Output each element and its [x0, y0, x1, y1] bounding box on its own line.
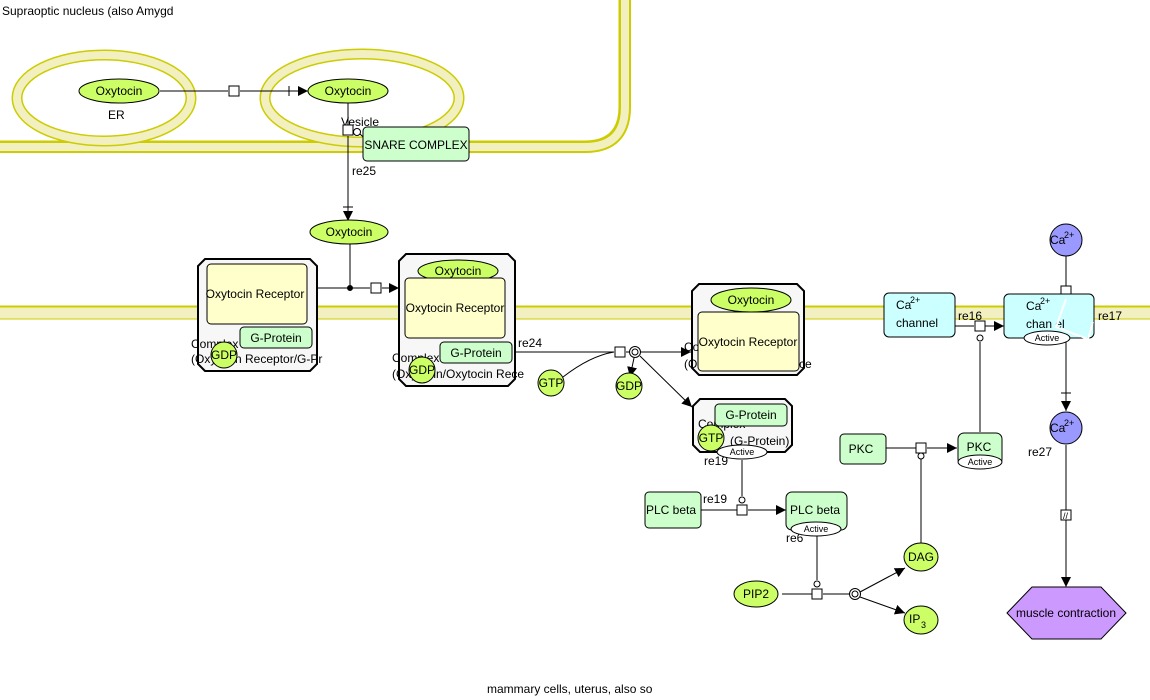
- species-label: Oxytocin: [325, 84, 372, 98]
- receptor-label: Oxytocin Receptor: [206, 287, 305, 301]
- reaction-label-re27: re27: [1028, 445, 1052, 459]
- process-nodes: [228, 85, 1074, 600]
- species-label: Ca: [1026, 299, 1042, 313]
- species-ca-intracellular[interactable]: Ca 2+: [1049, 411, 1083, 445]
- species-dag[interactable]: DAG: [903, 542, 939, 572]
- species-ca-channel[interactable]: Ca 2+ channel: [883, 292, 956, 338]
- species-label-sup: 2+: [910, 295, 920, 305]
- species-pkc[interactable]: PKC: [839, 433, 887, 465]
- species-label: GDP: [616, 379, 642, 393]
- species-pip2[interactable]: PIP2: [733, 580, 779, 608]
- species-ca-channel-active[interactable]: Ca 2+ chan el Active: [1003, 293, 1095, 346]
- species-label: PLC beta: [790, 503, 840, 517]
- species-oxytocin-vesicle[interactable]: Oxytocin: [307, 78, 389, 104]
- oxytocin-label: Oxytocin: [728, 293, 775, 307]
- species-label: PKC: [967, 440, 992, 454]
- species-label: PIP2: [743, 587, 769, 601]
- phenotype-label: muscle contraction: [1016, 606, 1116, 620]
- gtp-label: GTP: [699, 431, 724, 445]
- species-label: Ca: [896, 298, 912, 312]
- compartment-vesicle[interactable]: [259, 48, 465, 148]
- species-oxytocin-free[interactable]: Oxytocin: [309, 219, 389, 245]
- species-ip3[interactable]: IP 3: [903, 605, 939, 635]
- oxytocin-label: Oxytocin: [435, 264, 482, 278]
- gprotein-label: G-Protein: [725, 408, 776, 422]
- process-node[interactable]: [915, 442, 927, 454]
- reaction-label-re19: re19: [704, 454, 728, 468]
- species-gdp[interactable]: GDP: [615, 372, 643, 400]
- process-node[interactable]: [370, 282, 382, 294]
- receptor-label: Oxytocin Receptor: [699, 335, 798, 349]
- process-node[interactable]: [228, 85, 240, 97]
- complex-oxytocin-receptor-gprotein[interactable]: Oxytocin Oxytocin Receptor Complex (Oxyt…: [392, 253, 524, 387]
- species-label: PLC beta: [646, 503, 696, 517]
- species-label: SNARE COMPLEX: [364, 138, 467, 152]
- compartment-label-supraoptic: Supraoptic nucleus (also Amygd: [2, 4, 173, 18]
- process-node[interactable]: [736, 504, 748, 516]
- compartment-er[interactable]: [11, 49, 197, 147]
- process-node[interactable]: [342, 124, 354, 136]
- process-node[interactable]: [1060, 509, 1072, 521]
- species-label-sup: 2+: [1064, 418, 1074, 428]
- complex-receptor-gprotein[interactable]: Oxytocin Receptor Complex (Oxytocin Rece…: [191, 258, 322, 372]
- complex-label-line1: Co: [684, 340, 700, 354]
- species-label: Oxytocin: [326, 225, 373, 239]
- complex-label-line2: (G-Protein): [730, 434, 789, 448]
- gdp-label: GDP: [211, 348, 237, 362]
- active-badge: Active: [968, 457, 993, 467]
- reaction-label-re25: re25: [352, 164, 376, 178]
- active-badge: Active: [1035, 333, 1060, 343]
- reaction-label-re24: re24: [518, 336, 542, 350]
- species-label-line2: channel: [896, 316, 938, 330]
- process-node-label: //: [1063, 511, 1069, 521]
- reaction-label-re17: re17: [1098, 309, 1122, 323]
- species-label: Ca: [1050, 233, 1066, 247]
- complex-label-line2: (O: [684, 357, 697, 371]
- species-label: PKC: [849, 442, 874, 456]
- species-snare-complex[interactable]: SNARE COMPLEX: [362, 126, 470, 162]
- species-label: GTP: [539, 376, 564, 390]
- species-label: DAG: [908, 550, 934, 564]
- gprotein-label: G-Protein: [250, 331, 301, 345]
- phenotype-muscle-contraction[interactable]: muscle contraction: [1006, 586, 1127, 640]
- species-label: IP: [909, 612, 920, 626]
- compartment-supraoptic[interactable]: [0, 0, 631, 153]
- process-node[interactable]: [811, 588, 823, 600]
- species-label-sup: 2+: [1064, 230, 1074, 240]
- reaction-label-re19b: re19: [703, 492, 727, 506]
- reaction-label-re16: re16: [958, 309, 982, 323]
- complex-oxytocin-receptor[interactable]: Co (O ce Oxytocin Oxytocin Receptor: [684, 283, 812, 376]
- species-label-subscript: 3: [921, 620, 926, 630]
- species-plc-beta-active[interactable]: PLC beta Active: [785, 491, 848, 537]
- complex-gprotein-active[interactable]: Complex (G-Protein) G-Protein GTP Active: [692, 398, 793, 460]
- compartment-label-mammary: mammary cells, uterus, also so: [487, 682, 653, 696]
- species-ca-extracellular[interactable]: Ca 2+: [1049, 223, 1083, 257]
- compartment-label-er: ER: [108, 108, 125, 122]
- species-label: Oxytocin: [96, 84, 143, 98]
- process-node[interactable]: [974, 320, 986, 332]
- active-badge: Active: [804, 524, 829, 534]
- species-oxytocin-er[interactable]: Oxytocin: [78, 78, 160, 104]
- process-node[interactable]: [614, 346, 626, 358]
- complex-label-line2b: ce: [799, 357, 812, 371]
- species-pkc-active[interactable]: PKC Active: [957, 432, 1003, 470]
- species-label: Ca: [1050, 421, 1066, 435]
- species-label-sup: 2+: [1040, 296, 1050, 306]
- active-badge: Active: [730, 447, 755, 457]
- species-plc-beta[interactable]: PLC beta: [644, 491, 702, 529]
- gprotein-label: G-Protein: [450, 346, 501, 360]
- gdp-label: GDP: [409, 363, 435, 377]
- species-gtp[interactable]: GTP: [537, 369, 565, 397]
- receptor-label: Oxytocin Receptor: [406, 301, 505, 315]
